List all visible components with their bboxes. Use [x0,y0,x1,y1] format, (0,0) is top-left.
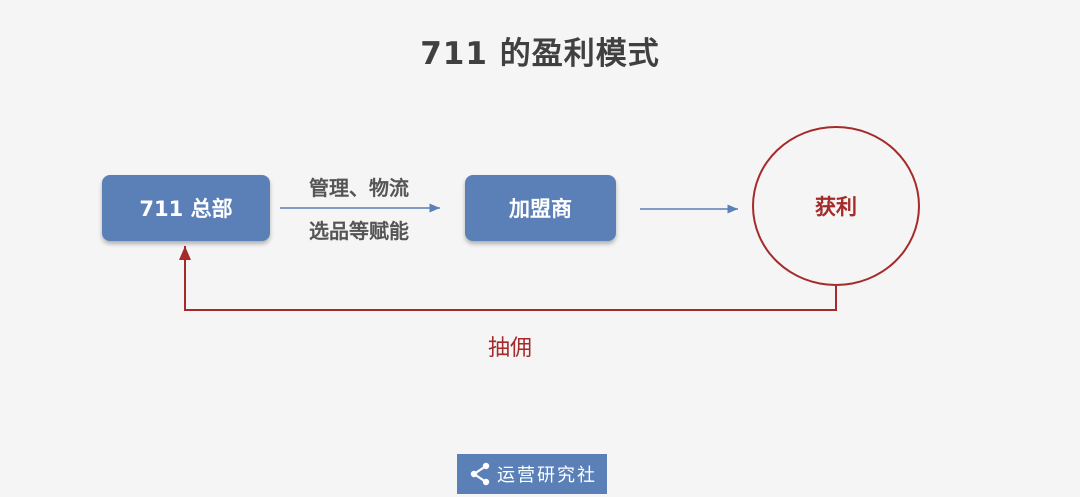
edge-label-empowerment-line2: 选品等赋能 [309,219,409,243]
node-profit: 获利 [752,126,920,286]
page-title: 711 的盈利模式 [420,36,660,72]
share-icon [470,462,490,486]
edge-label-empowerment-line1: 管理、物流 [309,176,409,200]
arrow-profit-to-hq [179,246,837,311]
edge-label-commission: 抽佣 [487,336,532,361]
node-franchisee: 加盟商 [465,175,616,241]
node-hq: 711 总部 [102,175,270,241]
watermark-badge: 运营研究社 [457,454,607,494]
watermark-text: 运营研究社 [497,465,597,486]
